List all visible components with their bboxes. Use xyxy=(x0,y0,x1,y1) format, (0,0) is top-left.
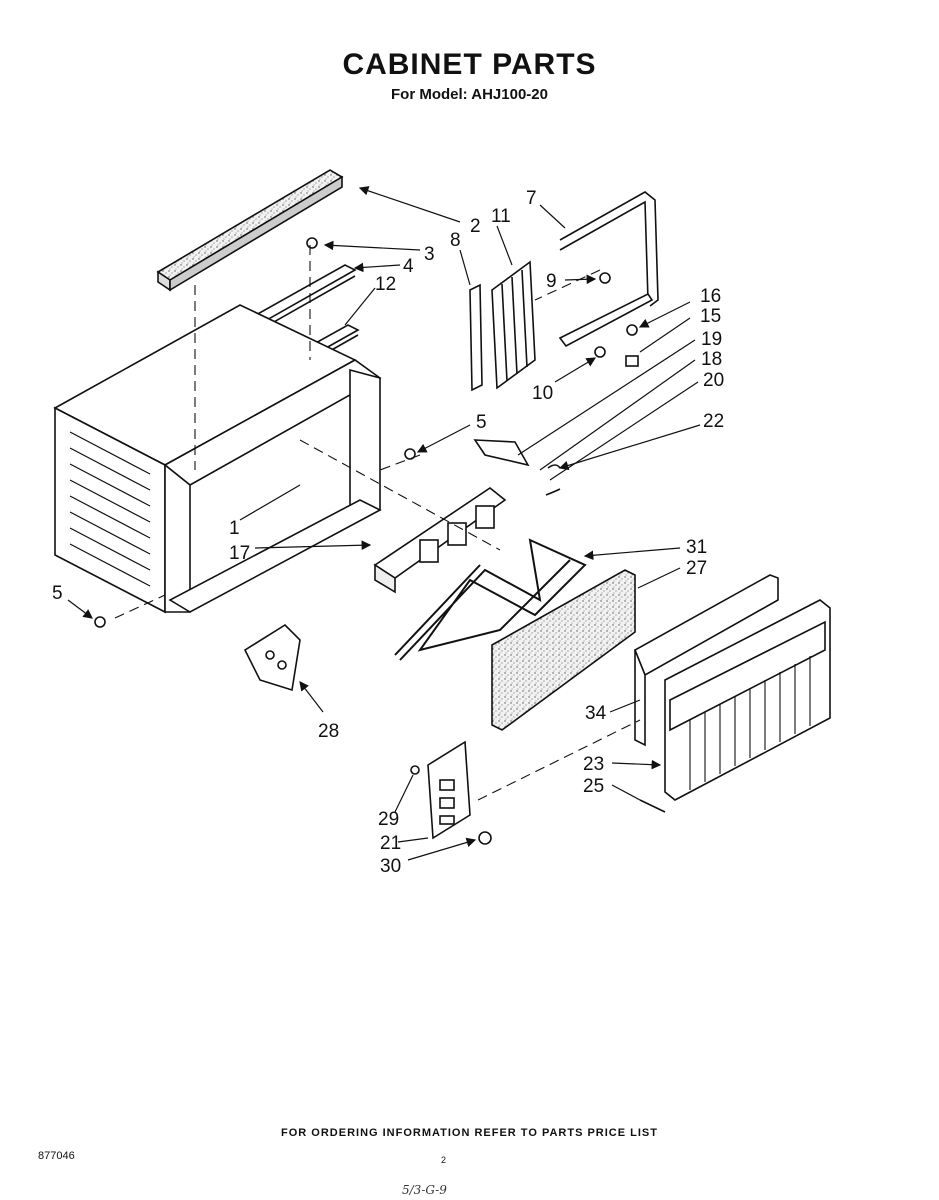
callout-8: 8 xyxy=(450,230,461,251)
leader-lines xyxy=(67,186,701,861)
cabinet-louvers xyxy=(69,431,151,587)
side-rail xyxy=(469,283,483,392)
callout-25: 25 xyxy=(583,776,604,797)
air-filter xyxy=(491,569,636,731)
callout-21: 21 xyxy=(380,833,401,854)
callout-16: 16 xyxy=(700,286,721,307)
callout-3: 3 xyxy=(424,244,435,265)
handwritten-note: 5/3-G-9 xyxy=(402,1183,447,1197)
callout-17: 17 xyxy=(229,543,250,564)
page-number: 2 xyxy=(441,1155,447,1165)
model-subtitle: For Model: AHJ100-20 xyxy=(391,86,548,103)
wire-frame xyxy=(394,538,587,661)
control-bracket xyxy=(373,487,507,594)
callout-labels: 2 11 7 8 3 4 12 9 16 15 19 18 20 10 22 5… xyxy=(52,188,724,877)
callout-22: 22 xyxy=(703,411,724,432)
ordering-note: FOR ORDERING INFORMATION REFER TO PARTS … xyxy=(281,1127,658,1139)
callout-19: 19 xyxy=(701,329,722,350)
callout-5-left: 5 xyxy=(52,583,63,604)
callout-23: 23 xyxy=(583,754,604,775)
callout-27: 27 xyxy=(686,558,707,579)
alignment-lines xyxy=(114,245,641,801)
hardware xyxy=(94,237,639,845)
callout-20: 20 xyxy=(703,370,724,391)
callout-15: 15 xyxy=(700,306,721,327)
callout-1: 1 xyxy=(229,518,240,539)
document-number: 877046 xyxy=(38,1150,75,1162)
callout-4: 4 xyxy=(403,256,414,277)
side-bracket-frame xyxy=(558,191,659,348)
callout-18: 18 xyxy=(701,349,722,370)
callout-31: 31 xyxy=(686,537,707,558)
cabinet-shell xyxy=(53,304,382,614)
callout-7: 7 xyxy=(526,188,537,209)
callout-9: 9 xyxy=(546,271,557,292)
corrugated-panel xyxy=(491,260,536,390)
callout-28: 28 xyxy=(318,721,339,742)
callout-34: 34 xyxy=(585,703,607,724)
callout-11: 11 xyxy=(491,206,511,227)
front-grille xyxy=(639,599,831,813)
top-foam-strip xyxy=(156,169,344,292)
page-title: CABINET PARTS xyxy=(342,48,597,81)
callout-2: 2 xyxy=(470,216,481,237)
mounting-plate xyxy=(243,623,301,692)
callout-12: 12 xyxy=(375,274,396,295)
callout-30: 30 xyxy=(380,856,401,877)
callout-10: 10 xyxy=(532,383,553,404)
control-plate xyxy=(427,740,471,840)
callout-29: 29 xyxy=(378,809,399,830)
callout-5-top: 5 xyxy=(476,412,487,433)
